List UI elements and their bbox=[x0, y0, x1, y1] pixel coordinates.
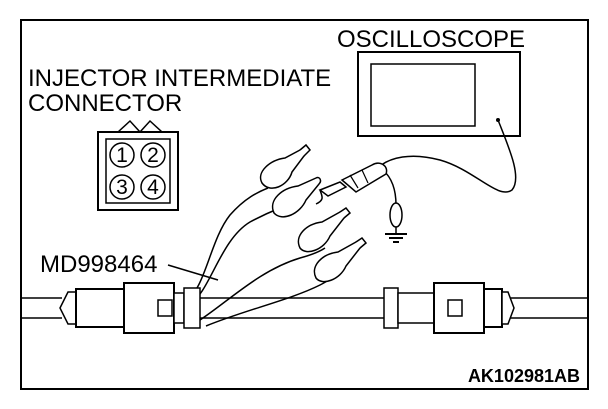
pin-4: 4 bbox=[140, 174, 166, 200]
lead-clip-4 bbox=[313, 236, 368, 283]
svg-text:2: 2 bbox=[147, 144, 159, 167]
oscilloscope-device: OSCILLOSCOPE bbox=[337, 26, 525, 137]
oscilloscope-label: OSCILLOSCOPE bbox=[337, 26, 525, 53]
figure-border bbox=[20, 19, 589, 390]
right-harness-connector bbox=[383, 282, 515, 334]
connector-label-line2: CONNECTOR bbox=[28, 90, 182, 117]
connector-pin-diagram: 1 2 3 4 bbox=[97, 119, 179, 211]
oscilloscope-screen bbox=[370, 63, 476, 127]
svg-text:3: 3 bbox=[116, 176, 128, 199]
ground-clip bbox=[389, 202, 403, 233]
connector-label-line1: INJECTOR INTERMEDIATE bbox=[28, 65, 331, 92]
lead-clip-2 bbox=[271, 176, 322, 218]
ground-icon bbox=[385, 233, 407, 243]
svg-text:4: 4 bbox=[147, 176, 159, 199]
lead-clip-3 bbox=[297, 206, 352, 253]
tool-code-label: MD998464 bbox=[40, 251, 157, 278]
lead-clip-1 bbox=[259, 143, 312, 189]
pin-1: 1 bbox=[109, 142, 135, 168]
figure-code: AK102981AB bbox=[468, 366, 580, 386]
probe-cable bbox=[379, 119, 517, 193]
left-harness-connector bbox=[59, 282, 201, 334]
tool-code-leader bbox=[167, 264, 219, 281]
probe-tip bbox=[318, 162, 388, 197]
pin-3: 3 bbox=[109, 174, 135, 200]
wiring-harness bbox=[22, 297, 587, 319]
svg-text:1: 1 bbox=[116, 144, 128, 167]
pin-2: 2 bbox=[140, 142, 166, 168]
harness-leads bbox=[185, 187, 337, 327]
